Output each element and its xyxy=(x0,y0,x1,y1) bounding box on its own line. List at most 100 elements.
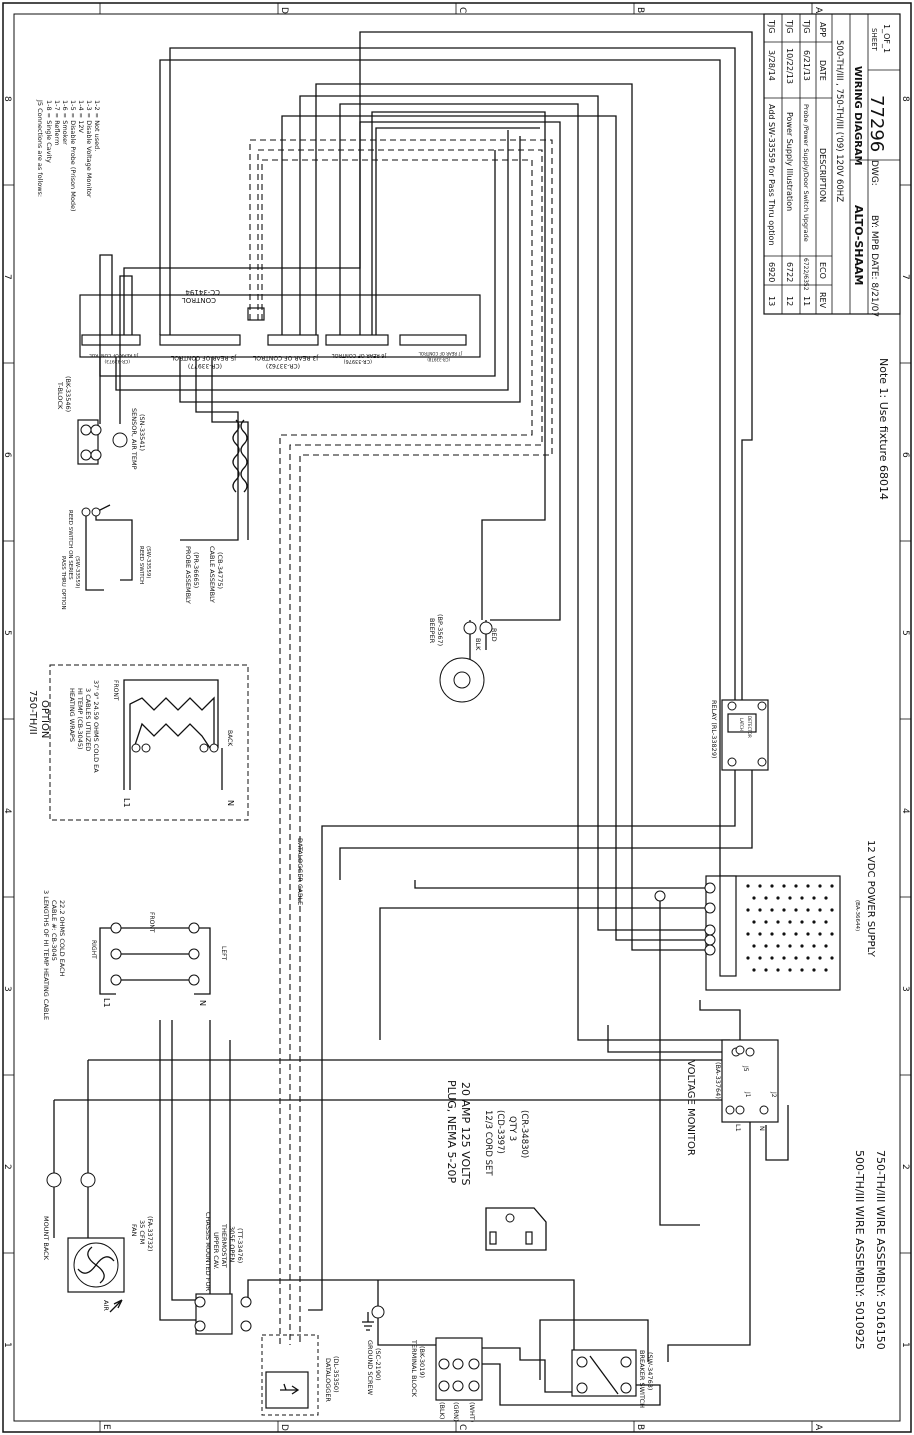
voltage-monitor-label: VOLTAGE MONITOR xyxy=(685,1060,696,1156)
j5-label: J5 REAR OF CONTROL xyxy=(170,354,237,361)
cable-right: RIGHT xyxy=(90,940,97,959)
rev-eco: 6722 xyxy=(785,262,794,282)
cable-label: CABLE ASSEMBLY xyxy=(208,546,216,603)
rev-number: 12 xyxy=(785,296,794,306)
heating-cable-ohms: 22.2 OHMS COLD EACH xyxy=(58,900,66,977)
beeper-part: (BP-3567) xyxy=(436,614,444,646)
cord-qty: QTY 3 xyxy=(507,1116,517,1141)
right-number: 1 xyxy=(900,1342,910,1348)
rev-app: TJG xyxy=(767,19,776,33)
breaker-label: BREAKER SWITCH xyxy=(638,1350,646,1408)
model-text: 500-TH/III , 750-TH/III ('09) 120V 60HZ xyxy=(834,40,844,202)
fan-part: (FA-33732) xyxy=(146,1216,154,1252)
j6-label: J6 REAR OF CONTROL xyxy=(332,352,387,358)
title-block: 13 6920 Add SW-33559 for Pass Thru optio… xyxy=(763,13,901,317)
ground-icon xyxy=(362,1312,374,1331)
voltage-monitor-part: (BA-33764) xyxy=(714,1062,722,1099)
beeper-label: BEEPER xyxy=(428,618,436,644)
j5-part: (CR-33977) xyxy=(188,362,222,369)
wrap-l1: L1 xyxy=(122,798,131,808)
left-number: 6 xyxy=(2,452,12,458)
rev-app: TJG xyxy=(785,19,794,33)
power-supply-part: (BA-36644) xyxy=(854,900,860,931)
datalogger-cable-label: DATALOGGER CABLE xyxy=(296,838,304,905)
reed-switch-label: REED SWITCH xyxy=(138,546,144,584)
fan: MOUNT BACK FAN 35 CFM (FA-33732) AIR xyxy=(42,1172,154,1313)
j6-part: (CR-33976) xyxy=(344,358,372,364)
wire-wht: (WHT) xyxy=(468,1402,476,1422)
bottom-letter: D xyxy=(279,1424,289,1431)
ohms-label: 37' 9" 24.59 OHMS COLD EA xyxy=(92,680,100,773)
thermostat-part: (TT-33476) xyxy=(236,1228,244,1263)
power-supply-label: 12 VDC POWER SUPPLY xyxy=(865,840,876,958)
cable-left: LEFT xyxy=(220,946,227,960)
ground-screw-part: (SC-2190) xyxy=(374,1348,382,1381)
heating-cable-label: 3 LENGTHS OF HI TEMP HEATING CABLE xyxy=(42,890,50,1020)
t-block: T-BLOCK (BK-33546) SENSOR, AIR TEMP (SN-… xyxy=(56,376,146,470)
hi-temp-label: HI TEMP (CB-3045) xyxy=(76,688,84,750)
fan-cfm: 35 CFM xyxy=(138,1220,146,1244)
left-number: 2 xyxy=(2,1164,12,1170)
rev-description: Add SW-33559 for Pass Thru option xyxy=(767,104,776,246)
plug: PLUG, NEMA 5-20P 20 AMP 125 VOLTS 12/3 C… xyxy=(445,1080,547,1251)
wrap-n: N xyxy=(226,800,235,806)
reed-series-label: REED SWITCH ON SERIES xyxy=(67,510,73,580)
left-number: 1 xyxy=(2,1342,12,1348)
right-number: 5 xyxy=(900,630,910,636)
beeper-red: RED xyxy=(490,628,498,642)
air-label: AIR xyxy=(102,1300,110,1311)
border-labels: D C B A E D C B A 8 7 6 5 4 3 2 1 8 7 6 … xyxy=(2,7,910,1431)
heating-cable: 3 LENGTHS OF HI TEMP HEATING CABLE CABLE… xyxy=(42,890,227,1020)
pass-thru-label: PASS THRU OPTION xyxy=(60,556,66,610)
j5-legend-line: 1-2 = Not used. xyxy=(93,100,101,151)
rev-date: 10/22/13 xyxy=(785,48,794,84)
header-rev: REV xyxy=(818,292,827,309)
j5-legend-line: 1-6 = Smoker xyxy=(61,100,69,145)
inner-border xyxy=(13,13,901,1422)
sheet-label: SHEET xyxy=(870,28,878,52)
top-letter: A xyxy=(813,7,823,14)
relay-detector: DETECTOR xyxy=(747,716,752,738)
wire-blk: (BLK) xyxy=(438,1402,446,1419)
wire-markers xyxy=(81,507,745,1055)
datalogger: DATALOGGER (DL-35350) xyxy=(261,1334,340,1416)
usb-icon xyxy=(280,1383,300,1395)
vm-j2: J2 xyxy=(770,1091,777,1098)
top-letter: C xyxy=(457,7,467,13)
breaker-part: (SW-34763) xyxy=(646,1352,654,1390)
rev-eco: 6722/6352 xyxy=(802,258,809,291)
chassis-label: CHASSIS MOUNTED FOR xyxy=(204,1212,212,1292)
cables-used-label: 3 CABLES UTILIZED xyxy=(84,688,92,751)
right-number: 8 xyxy=(900,96,910,102)
rev-app: TJG xyxy=(802,19,811,33)
rev-number: 13 xyxy=(767,296,776,306)
vm-n: N xyxy=(758,1126,766,1131)
pass-thru-option: PASS THRU OPTION REED SWITCH ON SERIES (… xyxy=(60,510,151,610)
sensor-label: SENSOR, AIR TEMP xyxy=(130,408,138,470)
bottom-letter: B xyxy=(635,1424,645,1430)
rev-date: 3/28/14 xyxy=(767,50,776,81)
wire-assembly-750: 750-TH/III WIRE ASSEMBLY: 5016150 xyxy=(874,1150,887,1350)
cable-n: N xyxy=(198,1000,207,1006)
air-arrow-icon xyxy=(109,1299,123,1313)
header-eco: ECO xyxy=(818,262,827,279)
header-description: DESCRIPTION xyxy=(818,148,827,202)
datalogger-label: DATALOGGER xyxy=(324,1358,332,1402)
j4-label: J4 REAR OF CONTROL xyxy=(89,352,139,358)
top-letter: B xyxy=(635,7,645,13)
harness-wires xyxy=(53,31,789,1406)
j5-legend-line: 1-7 = Reflerm xyxy=(53,100,61,145)
relay-latch: LATCH xyxy=(739,718,744,731)
heating-wraps-label: HEATING WRAPS xyxy=(68,688,76,742)
thermostat: CHASSIS MOUNTED FOR UPPER CAV. THERMOSTA… xyxy=(194,1212,252,1335)
datalogger-part: (DL-35350) xyxy=(332,1356,340,1393)
rev-description: Probe /Power Supply/Door Switch Upgrade xyxy=(802,104,810,242)
wrap-front: FRONT xyxy=(112,680,119,701)
j5-legend-line: 1-8 = Single Cavity xyxy=(45,100,53,163)
header-date: DATE xyxy=(818,60,827,81)
probe-assembly: PROBE ASSEMBLY (PR-36665) CABLE ASSEMBLY… xyxy=(184,546,224,604)
right-number: 7 xyxy=(900,274,910,280)
probe-part: (PR-36665) xyxy=(192,552,200,588)
dwg-number: 77296 xyxy=(866,95,887,152)
